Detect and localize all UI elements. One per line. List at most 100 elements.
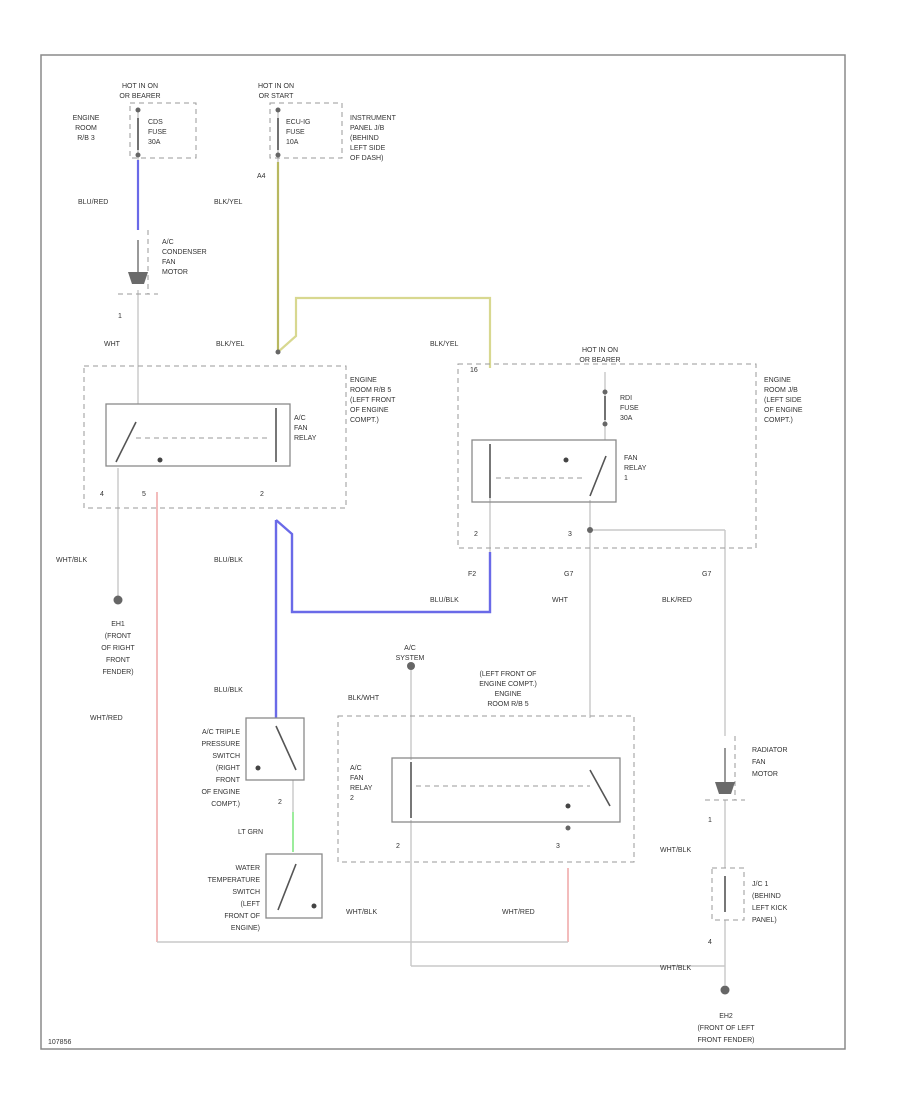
ac-fan-relay-2 [391, 757, 621, 823]
wire-blu-blk-label-2: BLU/BLK [430, 597, 459, 604]
ac-fan-relay-box [83, 365, 347, 509]
ac-fan-relay-2-box [337, 715, 635, 863]
fuse3-top-dot [602, 389, 608, 395]
ground-eh1-dot [113, 595, 123, 605]
ac-fan-relay [105, 403, 291, 467]
motor-symbols [128, 240, 735, 794]
wire-wht-red-label-2: WHT/RED [502, 909, 535, 916]
wire-blk-red-label: BLK/RED [662, 597, 692, 604]
pin-3-ac2: 3 [556, 843, 560, 850]
wire-wht-blk-label-1: WHT/BLK [56, 557, 87, 564]
triple-switch-arm [275, 725, 297, 771]
fan1-relay-contact [563, 457, 569, 463]
pin-2-triple: 2 [278, 799, 282, 806]
ground-eh2-dot [720, 985, 730, 995]
connector-dots [113, 107, 730, 995]
figure-id: 107856 [48, 1039, 71, 1046]
wire-wht-blk-label-3: WHT/BLK [660, 847, 691, 854]
cond-motor-bracket [118, 230, 158, 295]
wire-blk-yel-label-1: BLK/YEL [214, 199, 243, 206]
pin-4-ac: 4 [100, 491, 104, 498]
wire-wht-red-label-1: WHT/RED [90, 715, 123, 722]
fuse2-bot-dot [275, 152, 281, 158]
triple-switch-contact [255, 765, 261, 771]
relay-internals [115, 118, 726, 912]
pin-1-cond: 1 [118, 313, 122, 320]
wire-lt-grn-label: LT GRN [238, 829, 263, 836]
wire-wht-blk-label-4: WHT/BLK [660, 965, 691, 972]
pin-5-ac: 5 [142, 491, 146, 498]
fan-relay-1-box [457, 363, 757, 549]
water-temp-switch [265, 853, 323, 919]
wire-blk-yel-trace-loop [277, 296, 492, 368]
wire-blu-blk-label-3: BLU/BLK [214, 687, 243, 694]
fan1-relay-switch-arm [589, 455, 607, 497]
rad-motor-bracket [705, 736, 745, 801]
wire-blk-wht-label: BLK/WHT [348, 695, 380, 702]
wire-wht-label: WHT [104, 341, 121, 348]
cond-motor-icon [128, 272, 148, 284]
jc1-box [711, 867, 745, 921]
fuse3-bot-dot [602, 421, 608, 427]
fuse2-top-dot [275, 107, 281, 113]
fuse1-top-dot [135, 107, 141, 113]
ac2-relay-contact [565, 803, 571, 809]
rad-motor-icon [715, 782, 735, 794]
pin-4-jc: 4 [708, 939, 712, 946]
pin-2-ac2: 2 [396, 843, 400, 850]
wire-blu-blk-trace-main [275, 519, 492, 614]
solid-boxes [105, 403, 621, 919]
pin-2-ac: 2 [260, 491, 264, 498]
fuse2-box [269, 102, 343, 159]
wire-wht-label-2: WHT [552, 597, 569, 604]
wire-blu-red-label: BLU/RED [78, 199, 108, 206]
ac-system-dot [407, 662, 415, 670]
pin-f2: F2 [468, 571, 476, 578]
g7-junction-dot [587, 527, 593, 533]
pin-2-f1a: 2 [474, 531, 478, 538]
triple-pressure-switch [245, 717, 305, 781]
wire-blk-yel-label-2: BLK/YEL [216, 341, 245, 348]
pin-1-rad: 1 [708, 817, 712, 824]
pin-g7-a: G7 [564, 571, 573, 578]
ac-relay-contact [157, 457, 163, 463]
wire-blu-blk-label-1: BLU/BLK [214, 557, 243, 564]
pin-16: 16 [470, 367, 478, 374]
wht-red-jct-dot [565, 825, 571, 831]
pin-3-f1: 3 [568, 531, 572, 538]
dashed-boxes [83, 102, 757, 921]
pin-a4: A4 [257, 173, 266, 180]
pin-g7-b: G7 [702, 571, 711, 578]
wire-blk-yel-label-3: BLK/YEL [430, 341, 459, 348]
water-switch-contact [311, 903, 317, 909]
fuse1-bot-dot [135, 152, 141, 158]
wire-wht-blk-label-2: WHT/BLK [346, 909, 377, 916]
water-switch-arm [277, 863, 297, 911]
colored-wires [136, 160, 569, 942]
ac-relay-switch-arm [115, 421, 137, 463]
